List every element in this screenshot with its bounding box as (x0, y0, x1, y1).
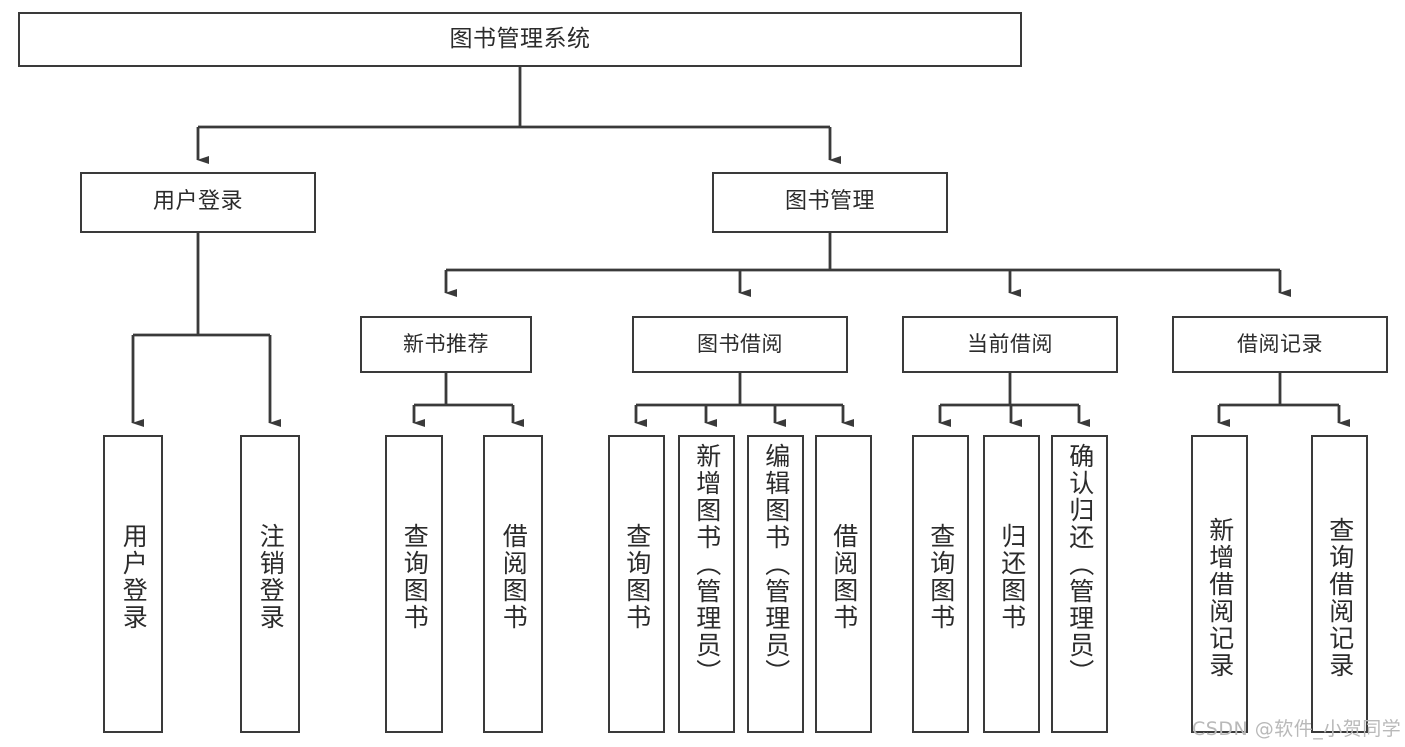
node-leaf-borrow-book-1-label: 借阅图书 (499, 523, 529, 631)
node-leaf-add-book-admin[interactable]: 新增图书（管理员） (678, 435, 735, 733)
node-user-login[interactable]: 用户登录 (80, 172, 316, 233)
node-root[interactable]: 图书管理系统 (18, 12, 1022, 67)
node-leaf-query-book-1-label: 查询图书 (400, 523, 430, 631)
node-new-book-recommend-label: 新书推荐 (403, 331, 489, 356)
node-root-label: 图书管理系统 (449, 25, 591, 52)
node-current-borrow-label: 当前借阅 (967, 331, 1053, 356)
node-leaf-user-logout-label: 注销登录 (256, 523, 286, 631)
node-leaf-query-book-1[interactable]: 查询图书 (385, 435, 443, 733)
node-leaf-user-login[interactable]: 用户登录 (103, 435, 163, 733)
node-book-borrow[interactable]: 图书借阅 (632, 316, 848, 373)
node-leaf-query-book-3[interactable]: 查询图书 (912, 435, 969, 733)
node-leaf-query-book-2[interactable]: 查询图书 (608, 435, 665, 733)
csdn-watermark: CSDN @软件_小贺同学 (1192, 718, 1402, 740)
node-leaf-edit-book-admin-label: 编辑图书（管理员） (761, 443, 791, 686)
node-leaf-borrow-book-2-label: 借阅图书 (829, 523, 859, 631)
node-leaf-add-book-admin-label: 新增图书（管理员） (692, 443, 722, 686)
node-book-manage[interactable]: 图书管理 (712, 172, 948, 233)
node-leaf-user-logout[interactable]: 注销登录 (240, 435, 300, 733)
node-leaf-add-borrow-record[interactable]: 新增借阅记录 (1191, 435, 1248, 733)
node-leaf-query-borrow-record-label: 查询借阅记录 (1325, 517, 1355, 679)
node-book-manage-label: 图书管理 (784, 189, 875, 215)
node-leaf-confirm-return-admin-label: 确认归还（管理员） (1065, 443, 1095, 686)
node-leaf-return-book[interactable]: 归还图书 (983, 435, 1040, 733)
node-leaf-query-borrow-record[interactable]: 查询借阅记录 (1311, 435, 1368, 733)
node-leaf-query-book-3-label: 查询图书 (926, 523, 956, 631)
node-leaf-return-book-label: 归还图书 (997, 523, 1027, 631)
node-leaf-borrow-book-1[interactable]: 借阅图书 (483, 435, 543, 733)
node-new-book-recommend[interactable]: 新书推荐 (360, 316, 532, 373)
node-leaf-query-book-2-label: 查询图书 (622, 523, 652, 631)
node-leaf-add-borrow-record-label: 新增借阅记录 (1205, 517, 1235, 679)
node-leaf-borrow-book-2[interactable]: 借阅图书 (815, 435, 872, 733)
node-user-login-label: 用户登录 (152, 189, 243, 215)
node-borrow-record-label: 借阅记录 (1237, 331, 1323, 356)
node-book-borrow-label: 图书借阅 (697, 331, 783, 356)
node-borrow-record[interactable]: 借阅记录 (1172, 316, 1388, 373)
node-leaf-edit-book-admin[interactable]: 编辑图书（管理员） (747, 435, 804, 733)
node-current-borrow[interactable]: 当前借阅 (902, 316, 1118, 373)
node-leaf-confirm-return-admin[interactable]: 确认归还（管理员） (1051, 435, 1108, 733)
node-leaf-user-login-label: 用户登录 (119, 523, 149, 631)
